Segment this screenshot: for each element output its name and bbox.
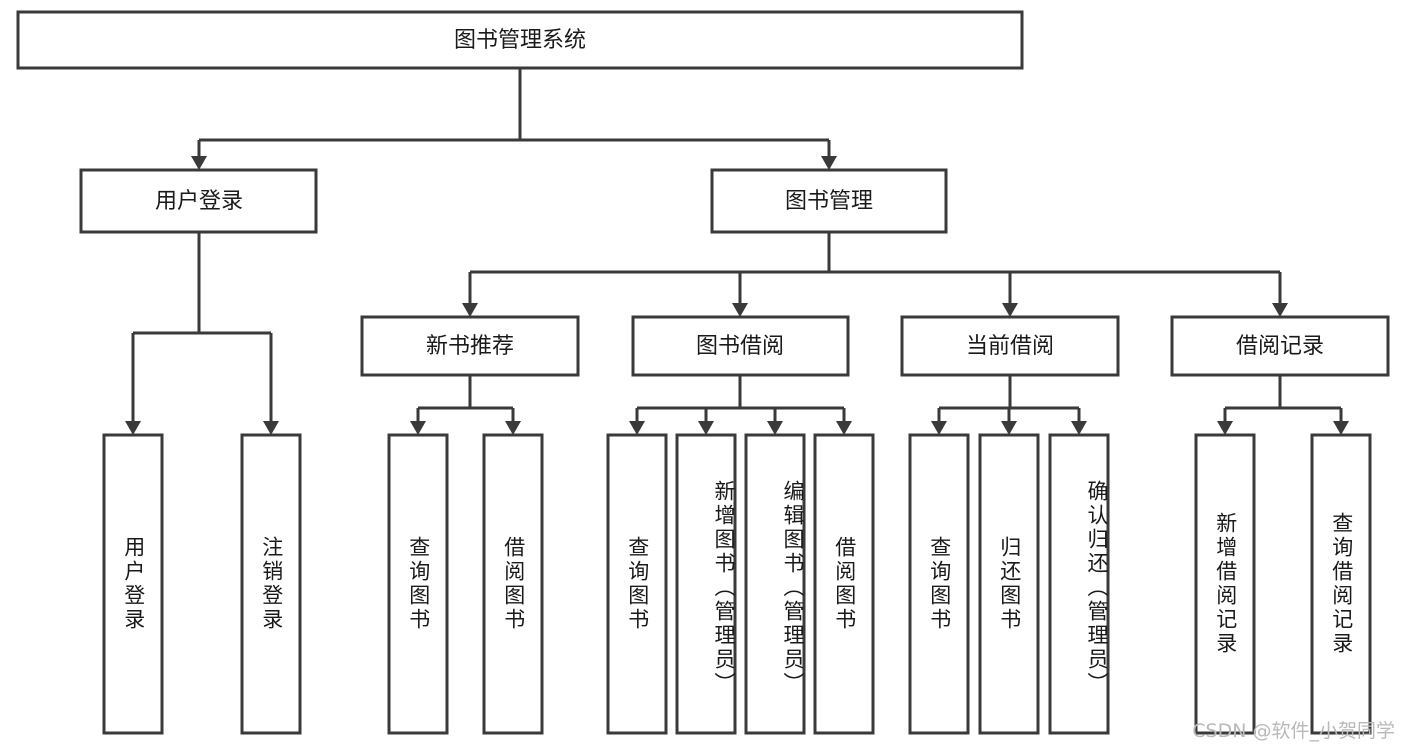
- arrow-head-leaf-borrow-book-recommend: [505, 421, 521, 435]
- node-borrow-record-label: 借阅记录: [1236, 334, 1324, 359]
- leaf-box-edit-book[interactable]: [744, 433, 806, 735]
- node-new-book-recommend[interactable]: 新书推荐: [360, 315, 580, 377]
- arrow-head-leaf-add-book: [698, 421, 714, 435]
- leaf-boxes-layer: [102, 433, 1372, 735]
- arrow-head-leaf-add-record: [1217, 421, 1233, 435]
- leaf-box-borrow-book-recommend[interactable]: [482, 433, 544, 735]
- node-book-management-label: 图书管理: [785, 189, 873, 214]
- arrow-head-leaf-logout: [263, 421, 279, 435]
- arrow-head-book-borrow: [732, 303, 748, 317]
- arrow-head-leaf-user-login: [125, 421, 141, 435]
- leaf-box-query-book-current[interactable]: [908, 433, 970, 735]
- arrow-head-leaf-query-book-current: [931, 421, 947, 435]
- node-user-login-label: 用户登录: [155, 189, 243, 214]
- arrow-head-leaf-borrow-book: [836, 421, 852, 435]
- node-root-label: 图书管理系统: [454, 28, 586, 53]
- leaf-box-query-record[interactable]: [1310, 433, 1372, 735]
- arrow-head-leaf-query-book-recommend: [410, 421, 426, 435]
- arrow-head-new-book-recommend: [462, 303, 478, 317]
- arrow-head-borrow-record: [1272, 303, 1288, 317]
- watermark: CSDN @软件_小贺同学: [1192, 720, 1395, 742]
- arrow-head-current-borrow: [1002, 303, 1018, 317]
- leaf-box-query-book-recommend[interactable]: [387, 433, 449, 735]
- node-book-borrow-label: 图书借阅: [696, 334, 784, 359]
- leaf-box-add-book[interactable]: [675, 433, 737, 735]
- leaf-box-user-login[interactable]: [102, 433, 164, 735]
- leaf-box-confirm-return[interactable]: [1048, 433, 1110, 735]
- node-book-borrow[interactable]: 图书借阅: [631, 315, 850, 377]
- arrow-head-leaf-confirm-return: [1071, 421, 1087, 435]
- leaf-box-return-book[interactable]: [978, 433, 1040, 735]
- nodes-layer: 图书管理系统 用户登录 图书管理 新书推荐 图书借阅 当前: [16, 10, 1390, 735]
- node-user-login[interactable]: 用户登录: [79, 168, 318, 234]
- node-borrow-record[interactable]: 借阅记录: [1170, 315, 1390, 377]
- arrow-head-user-login: [191, 156, 207, 170]
- leaf-box-borrow-book[interactable]: [813, 433, 875, 735]
- arrow-head-book-management: [821, 156, 837, 170]
- leaf-box-add-record[interactable]: [1194, 433, 1256, 735]
- arrow-head-leaf-query-record: [1333, 421, 1349, 435]
- leaf-box-query-book-borrow[interactable]: [606, 433, 668, 735]
- arrow-head-leaf-query-book-borrow: [629, 421, 645, 435]
- connectors-layer: [125, 68, 1349, 435]
- node-new-book-recommend-label: 新书推荐: [426, 334, 514, 359]
- leaf-box-logout[interactable]: [240, 433, 302, 735]
- node-current-borrow[interactable]: 当前借阅: [900, 315, 1120, 377]
- arrow-head-leaf-return-book: [1001, 421, 1017, 435]
- node-current-borrow-label: 当前借阅: [966, 334, 1054, 359]
- node-book-management[interactable]: 图书管理: [710, 168, 948, 234]
- node-root[interactable]: 图书管理系统: [16, 10, 1024, 70]
- arrow-head-leaf-edit-book: [767, 421, 783, 435]
